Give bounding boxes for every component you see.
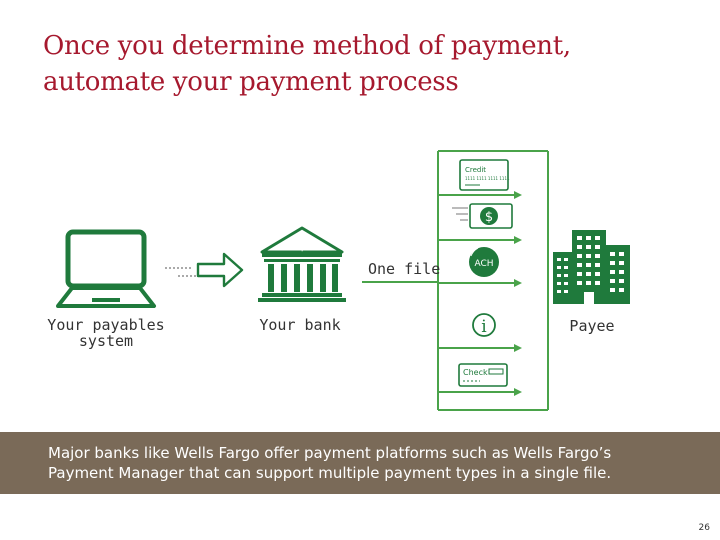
payment-flow-diagram: $ Credit 1111 1111 1111 1111 $ ACH i (56, 150, 630, 411)
credit-card-title: Credit (465, 166, 486, 174)
banner-text-line-1: Major banks like Wells Fargo offer payme… (48, 444, 612, 462)
transfer-arrow-icon (165, 252, 244, 288)
bank-icon: $ (258, 226, 346, 302)
laptop-icon (56, 229, 156, 308)
slide-title-line-1: Once you determine method of payment, (43, 31, 571, 61)
bank-dollar-symbol: $ (297, 234, 307, 253)
credit-card-icon: Credit 1111 1111 1111 1111 (459, 159, 510, 191)
info-symbol: i (481, 317, 487, 337)
page-number: 26 (698, 523, 710, 533)
check-icon: Check (458, 363, 508, 387)
info-icon: i (472, 313, 496, 337)
banner-text-line-2: Payment Manager that can support multipl… (48, 464, 612, 482)
check-title: Check (463, 368, 488, 377)
slide-title: Once you determine method of payment, au… (43, 28, 683, 100)
ach-icon: ACH (469, 247, 499, 277)
payee-buildings-icon (553, 230, 630, 304)
one-file-label: One file (368, 260, 441, 278)
wire-transfer-icon: $ (452, 203, 513, 229)
bank-label: Your bank (259, 316, 341, 334)
slide-title-line-2: automate your payment process (43, 67, 459, 97)
banner-text: Major banks like Wells Fargo offer payme… (48, 443, 708, 483)
info-banner: Major banks like Wells Fargo offer payme… (0, 432, 720, 494)
payables-system-label: Your payables system (40, 317, 172, 349)
wire-dollar-symbol: $ (485, 210, 493, 225)
payables-system-label-line-1: Your payables (47, 316, 165, 334)
payables-system-label-line-2: system (78, 332, 134, 350)
payee-label: Payee (569, 317, 615, 335)
ach-label: ACH (474, 259, 493, 269)
credit-card-number: 1111 1111 1111 1111 (465, 176, 510, 181)
